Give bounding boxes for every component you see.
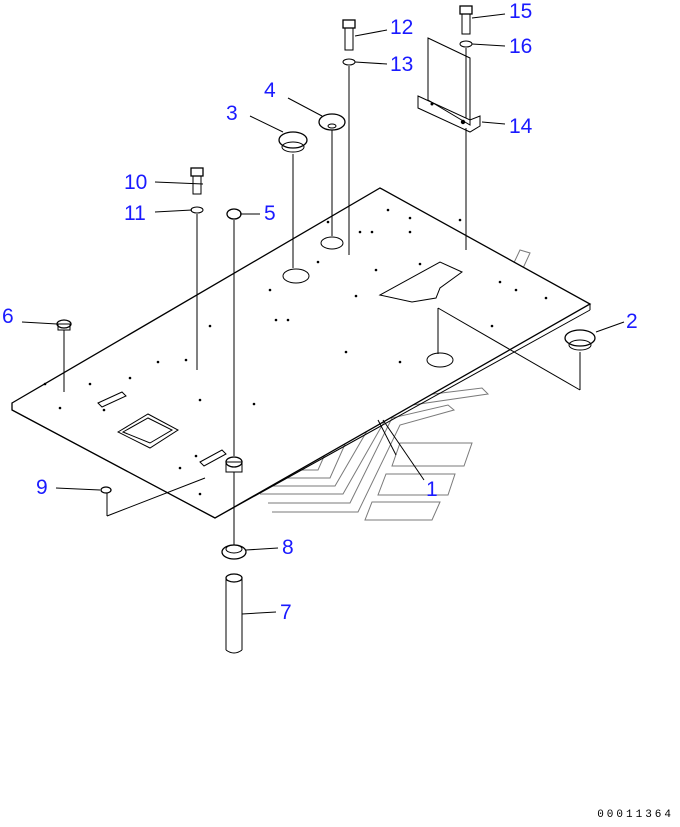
pipe-7	[225, 573, 243, 654]
label-part-12: 12	[390, 16, 413, 39]
floor-plate	[11, 187, 592, 519]
washer-16	[459, 40, 473, 48]
label-part-6: 6	[2, 305, 14, 328]
label-part-13: 13	[390, 53, 413, 76]
label-part-10: 10	[124, 171, 147, 194]
assembly-lines	[21, 13, 625, 615]
plug-6	[56, 319, 72, 331]
label-part-15: 15	[509, 0, 532, 23]
label-part-4: 4	[264, 79, 276, 102]
spacer-insert	[225, 456, 243, 473]
bolt-15	[459, 5, 473, 35]
label-part-11: 11	[124, 202, 146, 225]
clamp-8	[221, 544, 247, 560]
bolt-12	[342, 19, 356, 51]
label-part-1: 1	[426, 478, 438, 501]
bolt-10	[190, 167, 204, 195]
label-part-9: 9	[36, 476, 48, 499]
label-part-5: 5	[264, 202, 276, 225]
part-labels: 1 2 3 4 5 6 7 8 9 10 11 12 13 14 15 16	[2, 0, 638, 624]
label-part-16: 16	[509, 35, 532, 58]
label-part-3: 3	[226, 102, 238, 125]
washer-11	[190, 206, 204, 214]
plug-9	[100, 486, 112, 494]
label-part-8: 8	[282, 536, 294, 559]
grommet-2	[564, 329, 596, 351]
label-part-7: 7	[280, 601, 292, 624]
document-code: 00011364	[597, 809, 674, 821]
washer-13	[342, 58, 356, 66]
grommet-3	[278, 131, 308, 153]
label-part-14: 14	[509, 115, 533, 138]
plug-4	[318, 113, 346, 131]
label-part-2: 2	[626, 310, 638, 333]
cap-5	[226, 208, 242, 220]
bracket	[417, 37, 481, 133]
